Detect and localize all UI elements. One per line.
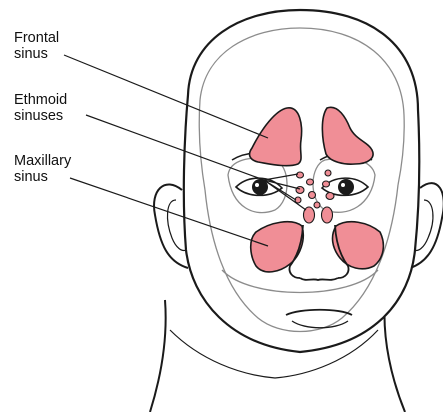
maxillary-sinus-label: Maxillary sinus [14,153,71,185]
ethmoid-sinuses-label: Ethmoid sinuses [14,92,67,124]
frontal-sinus-label: Frontal sinus [14,30,59,62]
